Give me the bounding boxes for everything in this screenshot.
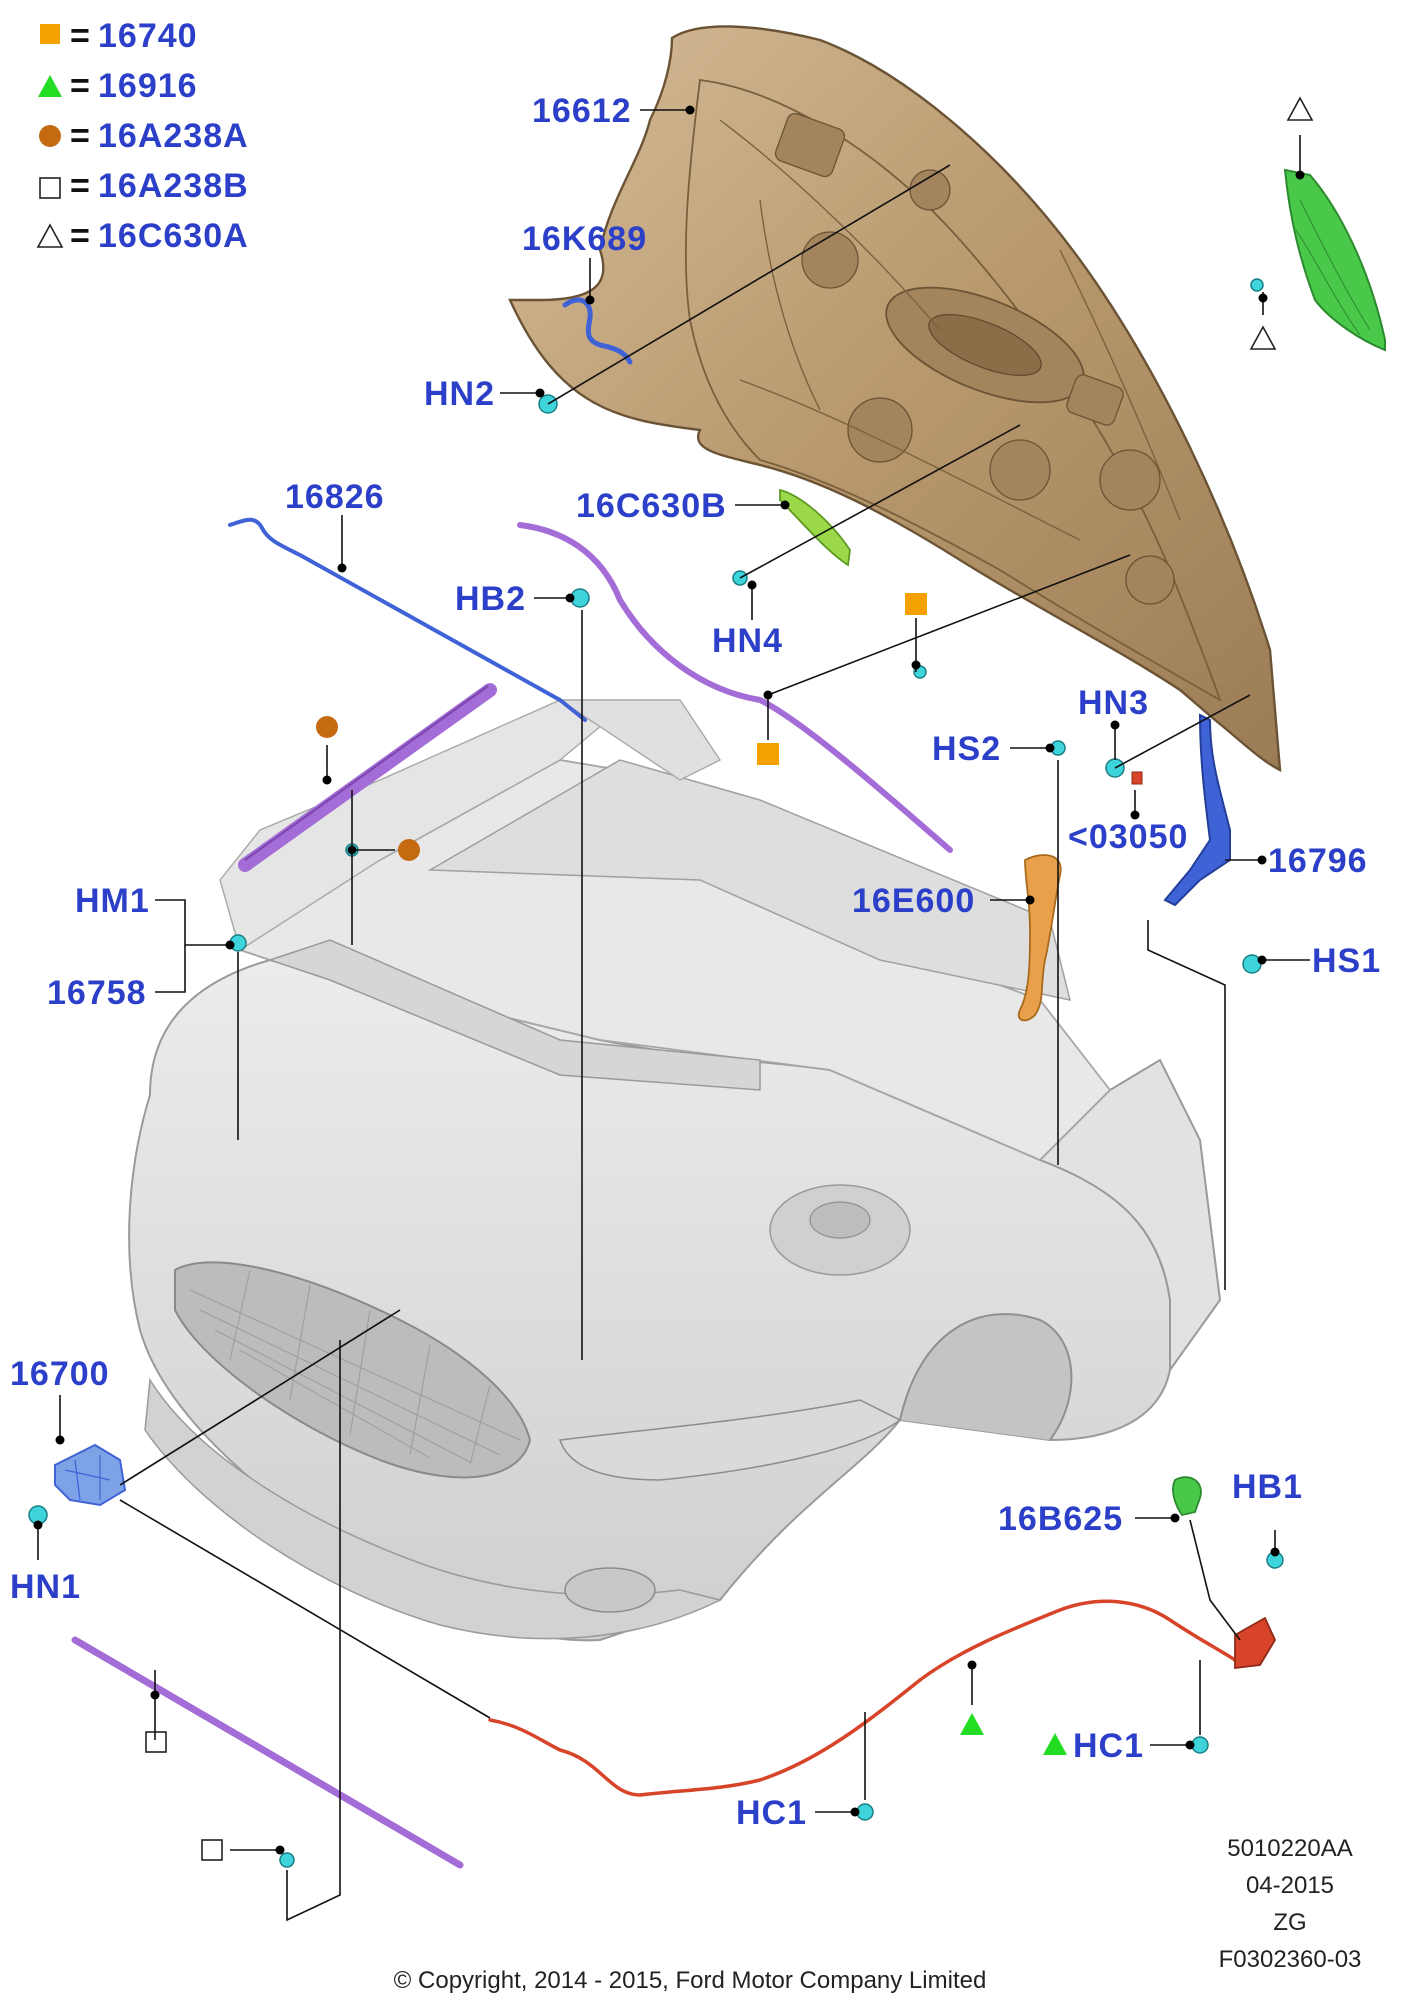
callout-HM1: HM1	[75, 882, 150, 920]
leader-lines	[37, 109, 1310, 1922]
legend-label-16C630A: 16C630A	[98, 217, 249, 255]
legend-circle-icon	[39, 125, 61, 147]
meta-figure: F0302360-03	[1219, 1946, 1362, 1973]
seal-16A238B	[71, 1636, 464, 1869]
square-outline-marker-left	[145, 1731, 167, 1753]
triangle-marker-16916-cable	[960, 1713, 984, 1735]
hood-outer	[508, 25, 1282, 773]
legend-label-16A238B: 16A238B	[98, 167, 249, 205]
legend-triangle-icon	[38, 75, 62, 97]
drawing-meta: 5010220AA 04-2015 ZG F0302360-03	[1219, 1835, 1362, 1973]
callout-HN3: HN3	[1078, 684, 1149, 722]
headlamp	[558, 1399, 902, 1481]
seal-16740	[517, 522, 953, 853]
callout-HS1: HS1	[1312, 942, 1381, 980]
legend-square-outline-icon	[39, 177, 61, 199]
hood-ribs	[719, 119, 1181, 541]
hood-panel	[508, 25, 1282, 773]
triangle-outline-marker-mid	[1249, 325, 1277, 350]
legend-square-icon	[40, 24, 60, 44]
legend-equals: =	[70, 67, 90, 105]
prop-rod-16826	[228, 517, 587, 722]
callout-HN4: HN4	[712, 622, 783, 660]
hood-hinge-16796	[1163, 713, 1231, 907]
callout-labels: 16612 16K689 HN2 16826 16C630B HB2 HN4 H…	[10, 92, 1381, 1832]
fastener-03050	[1131, 771, 1143, 785]
grille-mesh	[189, 1269, 521, 1466]
square-marker-16740-bottom	[757, 743, 779, 765]
legend-equals: =	[70, 167, 90, 205]
circle-marker-16A238A-right	[398, 839, 420, 861]
front-grille	[174, 1261, 532, 1479]
copyright-notice: © Copyright, 2014 - 2015, Ford Motor Com…	[394, 1967, 987, 1994]
callout-HC1-bottom: HC1	[736, 1794, 807, 1832]
callout-HB2: HB2	[455, 580, 526, 618]
callout-16B625: 16B625	[998, 1500, 1123, 1538]
wheel-arch	[899, 1313, 1073, 1441]
diagram-symbol-markers	[145, 96, 1314, 1861]
callout-16E600: 16E600	[852, 882, 975, 920]
square-marker-16740-top	[905, 593, 927, 615]
right-fender	[1038, 1058, 1222, 1374]
callout-16758: 16758	[47, 974, 147, 1012]
callout-HB1: HB1	[1232, 1468, 1303, 1506]
seal-16A238A-edge	[244, 685, 489, 861]
callout-16796: 16796	[1268, 842, 1368, 880]
release-handle-HB1	[1234, 1616, 1277, 1670]
legend-equals: =	[70, 117, 90, 155]
callout-HC1-right: HC1	[1073, 1727, 1144, 1765]
hood-inner-frame	[684, 78, 1222, 702]
callout-16612: 16612	[532, 92, 632, 130]
insulator-16C630B	[779, 488, 851, 567]
hood-emblem	[928, 314, 1042, 376]
legend: = 16740 = 16916 = 16A238A = 16A238B = 16…	[36, 17, 249, 255]
meta-date: 04-2015	[1246, 1872, 1334, 1899]
seal-16A238A	[238, 683, 497, 872]
hood-insulator-16C630A	[1283, 168, 1386, 352]
legend-triangle-outline-icon	[36, 223, 64, 248]
legend-equals: =	[70, 217, 90, 255]
callout-HN1: HN1	[10, 1568, 81, 1606]
fog-lamp	[564, 1567, 656, 1613]
fastener-16C630A-clip	[1250, 278, 1264, 292]
triangle-marker-16916-HC1	[1043, 1733, 1067, 1755]
legend-label-16A238A: 16A238A	[98, 117, 249, 155]
legend-label-16740: 16740	[98, 17, 198, 55]
meta-region: ZG	[1273, 1909, 1306, 1936]
callout-16700: 16700	[10, 1355, 110, 1393]
legend-equals: =	[70, 17, 90, 55]
callout-HS2: HS2	[932, 730, 1001, 768]
hood-stiffener-holes	[774, 112, 1175, 605]
triangle-outline-marker-top	[1286, 96, 1314, 121]
circle-marker-16A238A-top	[316, 716, 338, 738]
callout-03050: <03050	[1068, 818, 1188, 856]
fastener-16A238B-clip	[279, 1852, 295, 1868]
callout-16826: 16826	[285, 478, 385, 516]
legend-label-16916: 16916	[98, 67, 198, 105]
callout-16C630B: 16C630B	[576, 487, 727, 525]
clip-16K689	[562, 297, 633, 365]
windshield-frame	[557, 699, 722, 781]
callout-16K689: 16K689	[522, 220, 647, 258]
callout-HN2: HN2	[424, 375, 495, 413]
vehicle-front-body	[128, 699, 1222, 1642]
lower-bumper	[144, 1377, 723, 1640]
meta-code: 5010220AA	[1227, 1835, 1352, 1862]
callout-dots	[33, 105, 1305, 1855]
release-cable-16916	[488, 1599, 1237, 1797]
radiator-support	[267, 939, 761, 1091]
latch-detail	[64, 1455, 111, 1501]
square-outline-marker-bottom	[201, 1839, 223, 1861]
insulator-texture	[1295, 199, 1371, 336]
strut-top	[809, 1201, 871, 1239]
bumper-16B625	[1172, 1476, 1202, 1517]
cowl-panel	[427, 759, 1072, 1001]
